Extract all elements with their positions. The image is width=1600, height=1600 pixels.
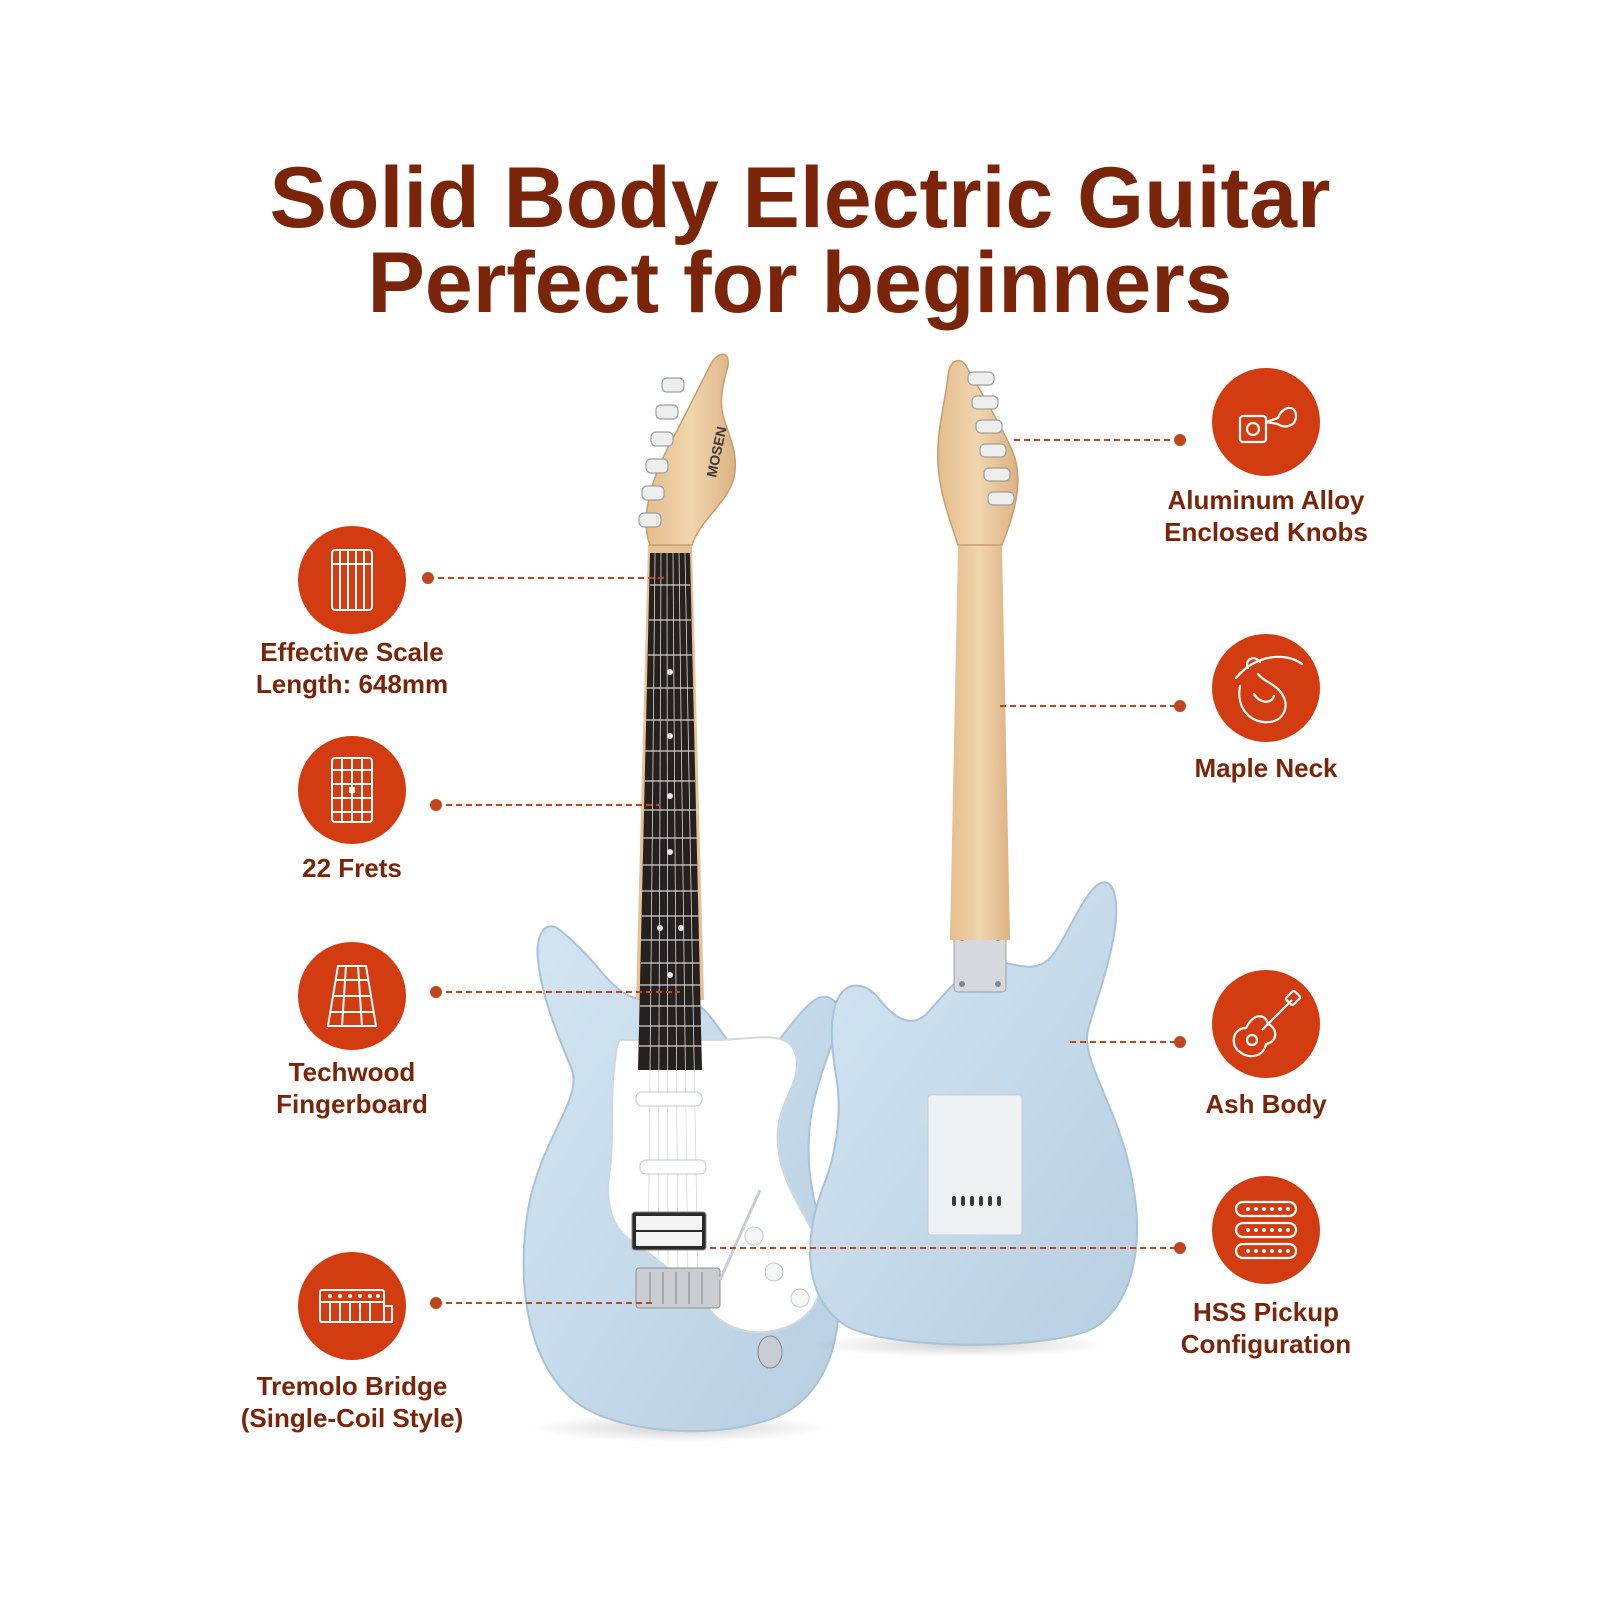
tremolo-bridge bbox=[635, 1267, 721, 1309]
front-strings bbox=[647, 552, 699, 1281]
middle-pickup bbox=[639, 1159, 707, 1175]
tremolo-bridge-icon bbox=[298, 1252, 406, 1360]
tremolo-arm bbox=[718, 1189, 762, 1281]
neck-pickup bbox=[635, 1091, 703, 1107]
tone-knob-2 bbox=[790, 1288, 810, 1308]
hand-neck-icon bbox=[1212, 634, 1320, 742]
feature-label-ash-body: Ash Body bbox=[1205, 1089, 1327, 1119]
front-tuners bbox=[638, 377, 685, 528]
fret-markers bbox=[657, 669, 684, 978]
volume-knob bbox=[744, 1226, 764, 1246]
feature-label-frets: 22 Frets bbox=[302, 853, 402, 883]
feature-label-pickup: HSS Pickup Configuration bbox=[1180, 1297, 1352, 1359]
feature-label-tremolo-bridge: Tremolo Bridge (Single-Coil Style) bbox=[240, 1371, 464, 1433]
tuning-knob-icon bbox=[1212, 368, 1320, 476]
back-tuners bbox=[967, 371, 1015, 506]
leader-dots bbox=[422, 434, 1186, 1309]
tremolo-cover bbox=[927, 1094, 1023, 1236]
headline-line-2: Perfect for beginners bbox=[367, 235, 1233, 331]
feature-label-fingerboard: Techwood Fingerboard bbox=[276, 1057, 428, 1119]
guitar-back bbox=[809, 359, 1138, 1357]
fret-wires bbox=[639, 584, 702, 1047]
feature-label-scale-length: Effective Scale Length: 648mm bbox=[255, 637, 449, 699]
headline-line-1: Solid Body Electric Guitar bbox=[269, 150, 1331, 246]
fingerboard-icon bbox=[298, 942, 406, 1050]
output-jack bbox=[757, 1335, 783, 1369]
back-neck bbox=[950, 545, 1010, 940]
front-pickguard bbox=[607, 1036, 824, 1334]
feature-label-knobs: Aluminum Alloy Enclosed Knobs bbox=[1164, 485, 1368, 547]
guitar-front: MOSEN bbox=[522, 353, 842, 1442]
leader-lines bbox=[428, 439, 1180, 1304]
feature-label-maple-neck: Maple Neck bbox=[1194, 753, 1338, 783]
pickup-icon bbox=[1212, 1176, 1320, 1284]
frets-icon bbox=[298, 736, 406, 844]
feature-badges bbox=[298, 368, 1320, 1360]
scale-length-icon bbox=[298, 526, 406, 634]
guitar-body-icon bbox=[1212, 970, 1320, 1078]
tone-knob-1 bbox=[764, 1262, 784, 1282]
